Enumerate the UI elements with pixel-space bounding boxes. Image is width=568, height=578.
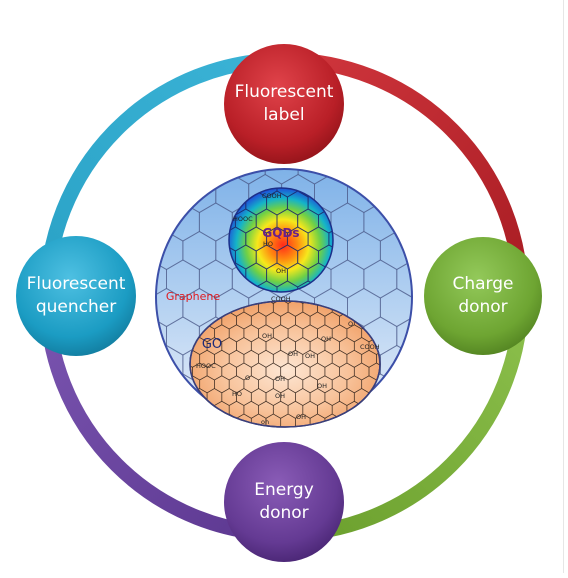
go-hooc-label: HOOC bbox=[196, 362, 216, 370]
lattice-hexagon bbox=[430, 146, 463, 184]
lattice-hexagon bbox=[156, 373, 167, 413]
lattice-hexagon bbox=[413, 175, 446, 213]
go-oh-label-1: OH bbox=[262, 332, 272, 340]
node-fluorescent-quencher bbox=[16, 236, 136, 356]
lattice-hexagon bbox=[101, 374, 134, 412]
gqd-label: GQDs bbox=[262, 226, 299, 240]
functional-groups: COOH HOOC HO OH COOH COOH HOOC OH OH OH … bbox=[196, 192, 380, 426]
go-ellipse-border bbox=[189, 300, 381, 428]
go-oh-label-5: OH bbox=[275, 375, 285, 383]
lattice-hexagon bbox=[368, 413, 380, 427]
lattice-hexagon bbox=[156, 202, 167, 242]
go-oh-label-8: OH bbox=[296, 413, 306, 421]
lattice-hexagon bbox=[192, 413, 208, 427]
go-oh-label-2: OH bbox=[288, 350, 298, 358]
go-right-cooh-label: COOH bbox=[360, 343, 380, 351]
go-top-cooh-label: COOH bbox=[271, 295, 291, 303]
lattice-hexagon bbox=[413, 346, 446, 384]
lattice-hexagon bbox=[384, 389, 399, 406]
center-panel: GQDs Graphene GO COOH HOOC HO OH COOH CO… bbox=[101, 146, 463, 441]
lattice-hexagon bbox=[117, 403, 150, 441]
node-charge-donor bbox=[424, 237, 542, 355]
lattice-hexagon bbox=[198, 169, 233, 185]
go-oh-label-6: OH bbox=[317, 382, 327, 390]
lattice-hexagon bbox=[339, 413, 355, 427]
lattice-hexagon bbox=[190, 400, 201, 419]
lattice-hexagon bbox=[206, 413, 223, 427]
lattice-hexagon bbox=[170, 376, 185, 393]
lattice-hexagon bbox=[413, 403, 446, 441]
lattice-hexagon bbox=[117, 175, 150, 213]
lattice-hexagon bbox=[163, 389, 178, 406]
lattice-hexagon bbox=[384, 414, 399, 431]
lattice-hexagon bbox=[430, 374, 463, 412]
lattice-hexagon bbox=[396, 373, 412, 413]
node-fluorescent-label bbox=[224, 44, 344, 164]
node-left-circle bbox=[16, 236, 136, 356]
node-top-circle bbox=[224, 44, 344, 164]
go-oh-label-4: OH bbox=[321, 335, 331, 343]
page-edge-divider bbox=[563, 0, 564, 573]
gqd-hooc-label: HOOC bbox=[233, 215, 253, 223]
node-bottom-circle bbox=[224, 442, 344, 562]
gqd-cooh-label: COOH bbox=[262, 192, 282, 200]
lattice-hexagon bbox=[379, 173, 412, 214]
lattice-hexagon bbox=[156, 169, 167, 185]
go-oh-label-7: OH bbox=[275, 392, 285, 400]
lattice-hexagon bbox=[396, 202, 412, 242]
lattice-hexagon bbox=[379, 401, 412, 425]
lattice-hexagon bbox=[353, 413, 370, 427]
lattice-hexagon bbox=[363, 169, 398, 185]
lattice-hexagon bbox=[117, 346, 150, 384]
lattice-hexagon bbox=[255, 280, 278, 292]
lattice-hexagon bbox=[396, 169, 412, 185]
lattice-hexagon bbox=[190, 388, 193, 406]
lattice-hexagon bbox=[391, 401, 406, 418]
go-o-label-2: O bbox=[245, 374, 250, 382]
lattice-hexagon bbox=[156, 173, 184, 214]
lattice-hexagon bbox=[430, 203, 463, 241]
lattice-hexagon bbox=[170, 401, 185, 418]
go-o-label-1: O bbox=[348, 320, 353, 328]
lattice-hexagon bbox=[297, 280, 319, 292]
lattice-hexagon bbox=[376, 400, 380, 419]
node-right-circle bbox=[424, 237, 542, 355]
gqd-circle-border bbox=[228, 187, 334, 293]
lattice-hexagon bbox=[361, 400, 377, 419]
lattice-hexagon bbox=[190, 413, 193, 427]
lattice-hexagon bbox=[182, 401, 217, 425]
lattice-hexagon bbox=[276, 280, 299, 292]
lattice-hexagon bbox=[156, 401, 184, 425]
go-oh-label-3: OH bbox=[305, 352, 315, 360]
node-energy-donor bbox=[224, 442, 344, 562]
lattice-hexagon bbox=[391, 376, 406, 393]
ring-arc-top-right bbox=[283, 52, 529, 298]
go-label: GO bbox=[202, 337, 222, 352]
lattice-hexagon bbox=[166, 169, 200, 185]
graphene-label: Graphene bbox=[166, 290, 220, 303]
lattice-hexagon bbox=[330, 169, 365, 185]
lattice-hexagon bbox=[101, 203, 134, 241]
go-oh-label-9: oh bbox=[261, 418, 269, 426]
gqd-oh-label: OH bbox=[276, 267, 286, 275]
lattice-hexagon bbox=[163, 414, 178, 431]
go-ho-label: HO bbox=[232, 390, 242, 398]
gqd-ho-label: HO bbox=[263, 240, 273, 248]
